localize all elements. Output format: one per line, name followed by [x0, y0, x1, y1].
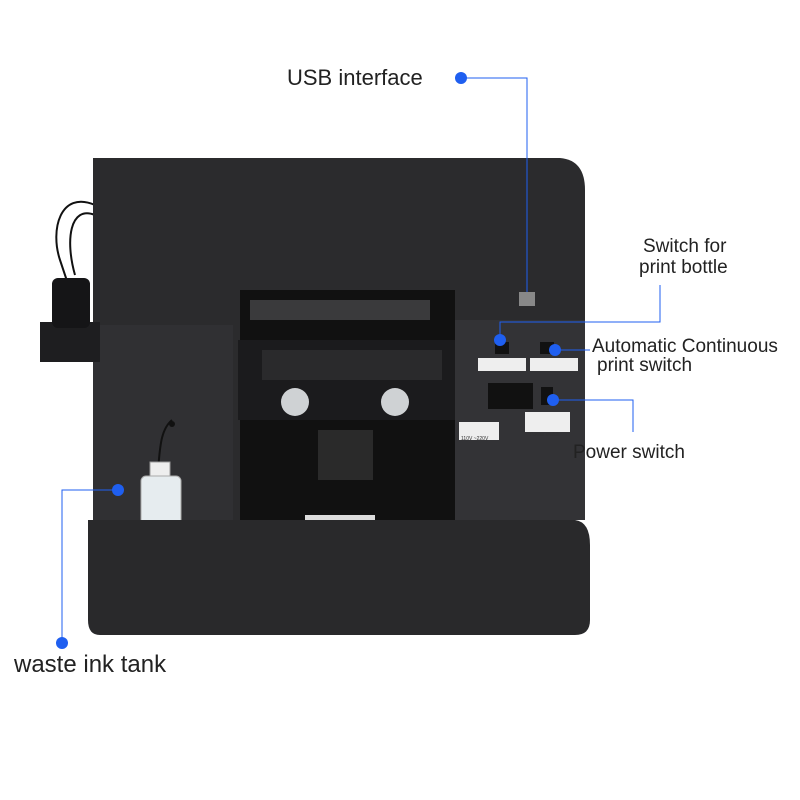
- cable: [55, 200, 96, 291]
- usb-port: [519, 292, 535, 306]
- bottle-switch-label-line1: Switch for: [643, 236, 727, 257]
- power-switch-label: Power switch: [573, 442, 685, 463]
- print-bottle-holder: [40, 322, 100, 362]
- waste-tank-marker-dot: [112, 484, 124, 496]
- roller-knob-right: [381, 388, 409, 416]
- power-socket: [488, 383, 533, 409]
- printer-base: [88, 520, 590, 635]
- usb-interface-label: USB interface: [287, 65, 423, 90]
- waste-ink-tank-label: waste ink tank: [14, 651, 167, 678]
- waste-tank-end-dot: [56, 637, 68, 649]
- voltage-label: 110V ~220V: [461, 436, 489, 442]
- roller-knob-left: [281, 388, 309, 416]
- auto-switch-label-line2: print switch: [597, 355, 693, 376]
- bottle-switch-label-line2: print bottle: [639, 257, 728, 278]
- bottle-switch-marker-dot: [494, 334, 506, 346]
- panel-power-label: Power switch: [530, 432, 560, 438]
- power-switch-marker-dot: [547, 394, 559, 406]
- ink-bottle: [52, 278, 90, 328]
- usb-marker-dot: [455, 72, 467, 84]
- auto-switch-label-line1: Automatic Continuous: [592, 336, 778, 357]
- auto-switch-marker-dot: [549, 344, 561, 356]
